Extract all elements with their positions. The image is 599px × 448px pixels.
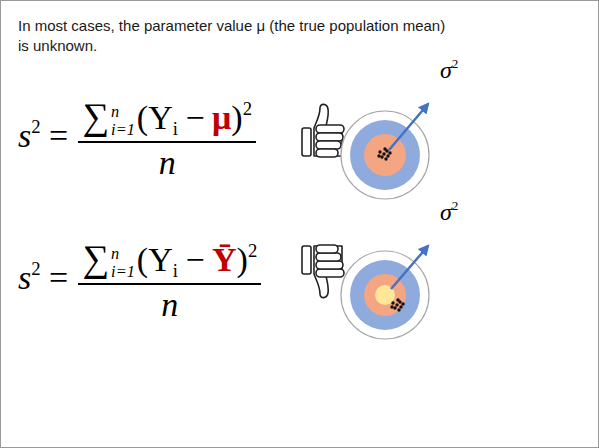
equals-sign: =	[49, 259, 68, 296]
summation-sign: ∑	[82, 238, 109, 279]
note-text: In most cases, the parameter value μ (th…	[18, 16, 458, 57]
highlighted-symbol: Ȳ	[212, 241, 237, 278]
exponent: 2	[31, 116, 40, 137]
formula-symbol: σ	[440, 57, 452, 83]
sum-limits: ni=1	[111, 245, 135, 283]
target-biased	[341, 246, 429, 339]
target-unbiased	[341, 104, 429, 199]
equals-sign: =	[49, 117, 68, 154]
exponent: 2	[243, 98, 252, 119]
sum-limit: n	[111, 245, 135, 264]
denominator: n	[159, 143, 176, 184]
fraction: ∑ni=1(Yi−μ)2n	[78, 94, 256, 184]
subscript: i	[173, 260, 178, 281]
exponent: 2	[452, 56, 459, 71]
formula-symbol: s	[18, 117, 31, 154]
exponent: 2	[452, 198, 459, 213]
minus-sign: −	[185, 241, 204, 278]
highlighted-symbol: μ	[212, 99, 231, 136]
thumbs-down-icon	[302, 245, 344, 298]
sum-limit: i=1	[111, 121, 135, 140]
formula-symbol: σ	[440, 199, 452, 225]
fraction-bar	[78, 283, 261, 285]
variance-label: σ2	[440, 56, 458, 85]
variance-formula: s2=∑ni=1(Yi−μ)2n	[18, 94, 256, 184]
formula-symbol: )	[237, 241, 248, 278]
sum-limits: ni=1	[111, 103, 135, 141]
summation-sign: ∑	[82, 96, 109, 137]
exponent: 2	[31, 258, 40, 279]
formula-symbol: s	[18, 259, 31, 296]
numerator: ∑ni=1(Yi−μ)2	[78, 94, 256, 141]
numerator: ∑ni=1(Yi−Ȳ)2	[78, 236, 261, 283]
variance-label: σ2	[440, 198, 458, 227]
formula-symbol: (Y	[137, 99, 173, 136]
formula-symbol: )	[231, 99, 242, 136]
sum-limit: n	[111, 103, 135, 122]
formula-symbol: (Y	[137, 241, 173, 278]
minus-sign: −	[185, 99, 204, 136]
fraction-bar	[78, 141, 256, 143]
sum-limit: i=1	[111, 263, 135, 282]
fraction: ∑ni=1(Yi−Ȳ)2n	[78, 236, 261, 326]
variance-formula: s2=∑ni=1(Yi−Ȳ)2n	[18, 236, 261, 326]
thumbs-up-icon	[302, 104, 344, 157]
exponent: 2	[248, 240, 257, 261]
denominator: n	[161, 285, 178, 326]
subscript: i	[173, 118, 178, 139]
